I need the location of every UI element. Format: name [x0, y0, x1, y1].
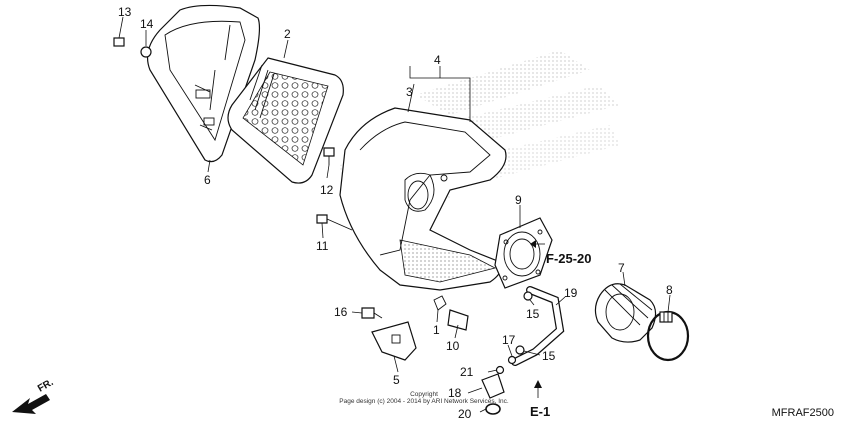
callout-3: 3 [406, 85, 413, 99]
callout-5: 5 [393, 373, 400, 387]
callout-8: 8 [666, 283, 673, 297]
clip-1-icon [433, 295, 447, 311]
callout-20: 20 [458, 407, 472, 421]
air-filter-element [227, 57, 344, 184]
bolt-16-icon [361, 307, 375, 319]
callout-13: 13 [118, 5, 132, 19]
callout-18: 18 [448, 386, 462, 400]
callout-6: 6 [204, 173, 211, 187]
bolt-11-icon [316, 214, 328, 224]
callout-9: 9 [515, 193, 522, 207]
connecting-tube [594, 283, 657, 343]
callout-19: 19 [564, 286, 578, 300]
direction-label: FR. [36, 377, 56, 395]
callout-12: 12 [320, 183, 334, 197]
callout-11: 11 [316, 239, 329, 253]
copyright-line-2: Page design (c) 2004 - 2014 by ARI Netwo… [339, 398, 509, 405]
hardware [113, 37, 533, 415]
hose-18-icon [481, 373, 505, 399]
callout-21: 21 [460, 365, 474, 379]
front-arrow-icon [12, 394, 50, 414]
clip-17-icon [507, 355, 517, 365]
drain-cap-5-icon [371, 321, 417, 361]
clip-15-upper-icon [523, 291, 533, 301]
screw-13-icon [113, 37, 125, 47]
callout-2: 2 [284, 27, 291, 41]
washer-14-icon [140, 46, 152, 58]
plug-10-icon [447, 309, 469, 331]
air-cleaner-housing [339, 107, 507, 291]
band-clamp [646, 310, 690, 362]
clip-21-icon [495, 365, 505, 375]
housing-joint-gasket [494, 217, 553, 289]
callout-15-lower: 15 [542, 349, 556, 363]
callout-16: 16 [334, 305, 348, 319]
front-direction-indicator: FR. [12, 377, 56, 414]
clamp-20-icon [485, 403, 501, 415]
callout-1: 1 [433, 323, 440, 337]
callout-numbers: 13 14 2 4 3 6 12 11 9 7 8 19 15 15 17 21… [118, 5, 673, 421]
callout-4: 4 [434, 53, 441, 67]
breather-tube [511, 286, 565, 366]
callout-17: 17 [502, 333, 516, 347]
reference-e-1: E-1 [530, 404, 550, 419]
callout-15-upper: 15 [526, 307, 540, 321]
reference-f-25-20: F-25-20 [546, 251, 592, 266]
callout-10: 10 [446, 339, 460, 353]
callout-7: 7 [618, 261, 625, 275]
diagram-code: MFRAF2500 [772, 407, 834, 419]
bolt-12-icon [323, 147, 335, 157]
clip-15-lower-icon [515, 345, 525, 355]
copyright-line-1: Copyright [410, 391, 438, 398]
leader-lines [118, 16, 671, 413]
callout-14: 14 [140, 17, 154, 31]
